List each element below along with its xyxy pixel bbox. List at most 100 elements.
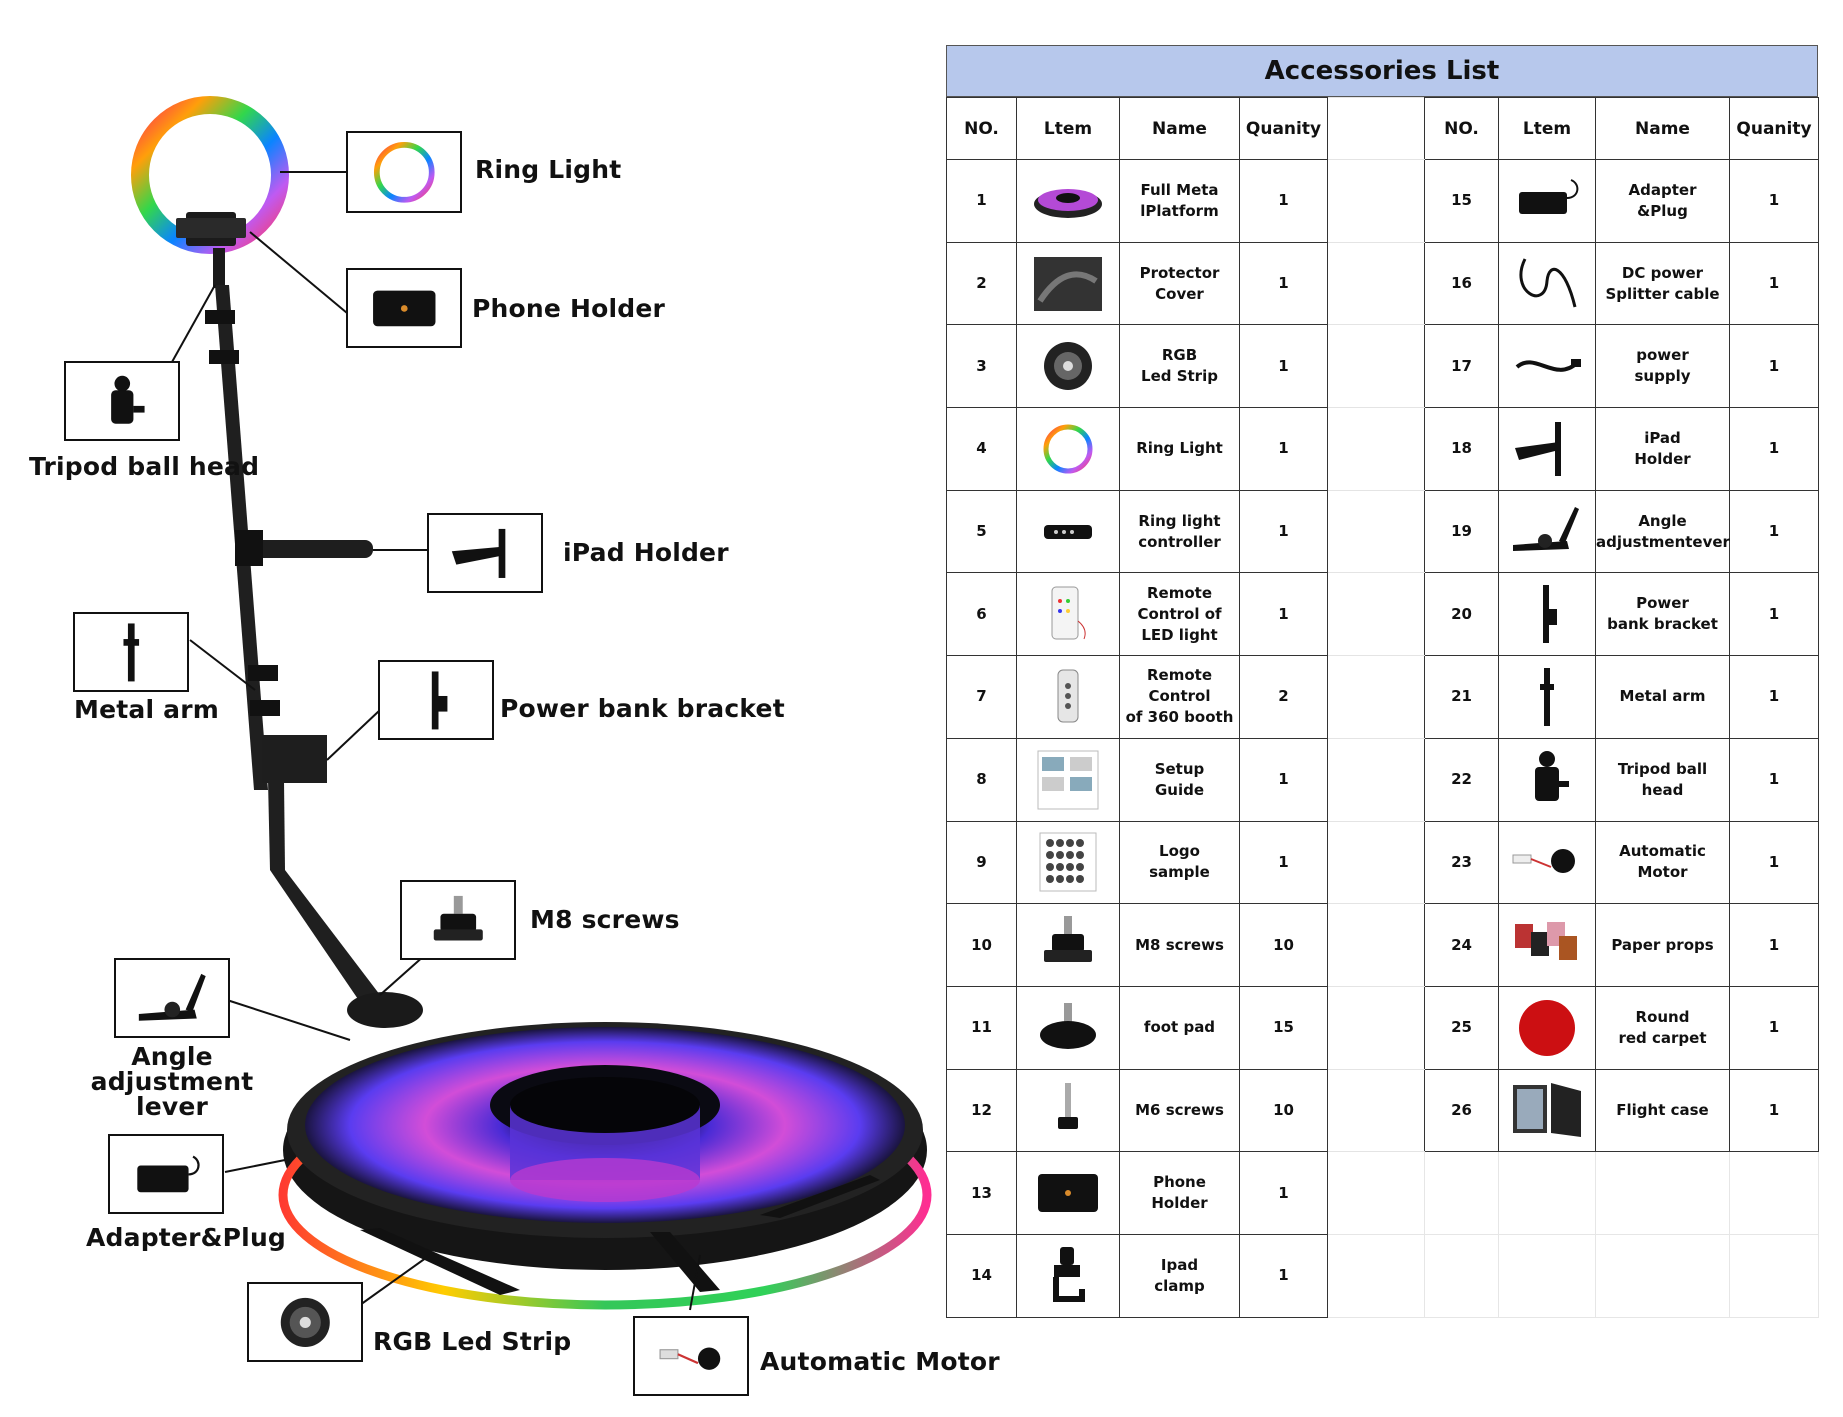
item-name: RGB Led Strip: [1119, 324, 1240, 409]
spacer-cell: [1327, 1151, 1425, 1235]
accessories-grid: NO. Ltem Name Quanity NO. Ltem Name Quan…: [946, 97, 1819, 1318]
item-number: 19: [1424, 489, 1499, 574]
led-remote-icon: [1051, 586, 1086, 640]
item-name: Remote Control of 360 booth: [1119, 655, 1240, 739]
item-name: Metal arm: [1595, 655, 1730, 739]
tripod-ball-head-label: Tripod ball head: [29, 452, 260, 481]
item-number: 17: [1424, 324, 1499, 409]
power-bank-bracket-label: Power bank bracket: [500, 694, 785, 723]
item-name: M6 screws: [1119, 1068, 1240, 1153]
accessories-table: Accessories List NO. Ltem Name Quanity N…: [946, 45, 1819, 1318]
item-image: [1016, 903, 1120, 987]
led-strip-reel-icon: [1044, 342, 1092, 391]
item-quantity: 1: [1729, 241, 1819, 326]
spacer-cell: [1327, 820, 1425, 905]
item-quantity: 1: [1239, 737, 1328, 822]
item-number: 4: [946, 407, 1017, 491]
angle-lever-icon: [1513, 506, 1579, 551]
adapter-plug-callout-box: [108, 1134, 224, 1214]
header-item: Ltem: [1016, 97, 1120, 160]
item-quantity: 1: [1239, 820, 1328, 905]
phone-holder-label: Phone Holder: [472, 294, 666, 323]
spacer-cell: [1327, 97, 1425, 160]
item-number: 23: [1424, 820, 1499, 905]
item-number: 6: [946, 572, 1017, 657]
empty-cell: [1498, 1233, 1596, 1318]
item-image: [1498, 1068, 1596, 1153]
protector-cover-icon: [1034, 256, 1102, 311]
ipad-holder-label: iPad Holder: [563, 538, 729, 567]
item-name: iPad Holder: [1595, 407, 1730, 491]
metal-arm-icon: [1540, 667, 1554, 726]
metal-arm-icon: [123, 623, 139, 681]
item-image: [1016, 820, 1120, 905]
item-number: 12: [946, 1068, 1017, 1153]
phone-holder-callout-box: [346, 268, 462, 348]
item-image: [1016, 241, 1120, 326]
item-quantity: 1: [1729, 324, 1819, 409]
item-image: [1016, 1068, 1120, 1153]
item-name: Ipad clamp: [1119, 1233, 1240, 1318]
adapter-icon: [137, 1155, 200, 1192]
spacer-cell: [1327, 655, 1425, 739]
photo-booth-drawing: [131, 96, 932, 1311]
angle-lever-callout-box: [114, 958, 230, 1038]
spacer-cell: [1327, 324, 1425, 409]
item-image: [1016, 1151, 1120, 1235]
item-number: 26: [1424, 1068, 1499, 1153]
spacer-cell: [1327, 1233, 1425, 1318]
item-quantity: 1: [1729, 820, 1819, 905]
header-quantity: Quanity: [1729, 97, 1819, 160]
spacer-cell: [1327, 241, 1425, 326]
item-image: [1498, 572, 1596, 657]
item-number: 25: [1424, 985, 1499, 1070]
item-number: 9: [946, 820, 1017, 905]
empty-cell: [1595, 1233, 1730, 1318]
item-quantity: 1: [1239, 572, 1328, 657]
item-number: 13: [946, 1151, 1017, 1235]
item-image: [1498, 737, 1596, 822]
item-image: [1016, 324, 1120, 409]
m8-screw-icon: [433, 895, 483, 941]
spacer-cell: [1327, 737, 1425, 822]
item-image: [1498, 489, 1596, 574]
adapter-icon: [1519, 178, 1579, 214]
item-quantity: 1: [1239, 489, 1328, 574]
ipad-holder-callout-box: [427, 513, 543, 593]
spacer-cell: [1327, 572, 1425, 657]
angle-lever-label: Angle adjustment lever: [90, 1042, 254, 1121]
booth-illustration: Ring Light Phone Holder Tripod ball head…: [29, 96, 1000, 1396]
item-name: M8 screws: [1119, 903, 1240, 987]
item-quantity: 10: [1239, 903, 1328, 987]
header-row: NO. Ltem Name Quanity NO. Ltem Name Quan…: [946, 97, 1819, 160]
item-image: [1498, 241, 1596, 326]
item-quantity: 1: [1729, 1068, 1819, 1153]
spacer-cell: [1327, 903, 1425, 987]
item-image: [1498, 820, 1596, 905]
item-number: 5: [946, 489, 1017, 574]
item-name: Tripod ball head: [1595, 737, 1730, 822]
item-number: 10: [946, 903, 1017, 987]
item-image: [1498, 655, 1596, 739]
power-cable-icon: [1515, 359, 1581, 372]
item-name: Paper props: [1595, 903, 1730, 987]
item-image: [1016, 737, 1120, 822]
item-quantity: 1: [1239, 1233, 1328, 1318]
item-quantity: 10: [1239, 1068, 1328, 1153]
item-name: Remote Control of LED light: [1119, 572, 1240, 657]
empty-cell: [1595, 1151, 1730, 1235]
red-carpet-icon: [1519, 999, 1575, 1056]
spacer-cell: [1327, 1068, 1425, 1153]
power-bank-bracket-icon: [1543, 585, 1557, 644]
foot-pad-icon: [1040, 1002, 1096, 1049]
empty-cell: [1729, 1151, 1819, 1235]
ipad-holder-icon: [1515, 421, 1561, 476]
item-name: Ring Light: [1119, 407, 1240, 491]
ring-light-callout-box: [346, 131, 462, 213]
item-number: 21: [1424, 655, 1499, 739]
